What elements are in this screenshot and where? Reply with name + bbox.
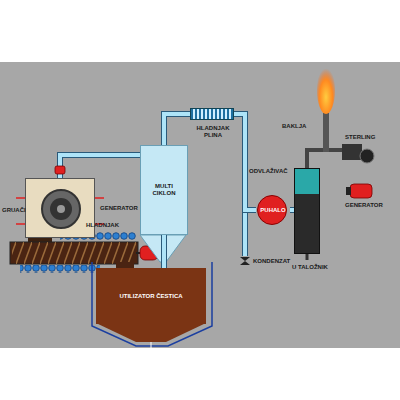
pipe-core [234, 114, 256, 210]
node-label: UTILIZATOR ČESTICA [117, 293, 184, 300]
node-label: HLADNJAK PLINA [187, 125, 239, 139]
pipe-wall [161, 235, 167, 268]
part-label: U TALOŽNIK [292, 264, 328, 271]
gas-pipe [234, 114, 256, 210]
tank-outline [92, 262, 212, 346]
gasifier: GENERATOR [25, 178, 95, 238]
part-label: HLADNJAK [86, 222, 119, 229]
blower: PUHALO [256, 195, 290, 225]
pipe-wall [234, 114, 256, 210]
cyclone: MULTI CIKLON [140, 145, 188, 235]
screw-conveyor [10, 242, 138, 264]
drain-pipe [243, 212, 247, 256]
gas-pipe [307, 150, 342, 168]
drain-pipe [242, 212, 248, 256]
part-label: KONDENZAT [253, 258, 290, 265]
gas-pipe [164, 235, 165, 268]
screw-thread [12, 242, 136, 264]
valve [55, 166, 65, 174]
flare-stack [323, 112, 329, 152]
flywheel [360, 149, 374, 163]
part-label: BAKLJA [282, 123, 306, 130]
particle-utilizer: UTILIZATOR ČESTICA [96, 268, 206, 324]
outlet-arrow [148, 350, 154, 354]
text-holder: UTILIZATOR ČESTICA [96, 268, 206, 324]
pipe-core [162, 235, 166, 268]
part-label: GRUAČI [2, 207, 26, 214]
background-panel [0, 62, 400, 348]
node-label: ODVLAŽIVAČ [249, 168, 293, 175]
text-holder: MULTI CIKLON [141, 146, 187, 234]
drain-valve [240, 257, 250, 265]
pipe-wall [60, 155, 140, 178]
electric-generator [350, 184, 372, 198]
gas-cooler: HLADNJAK PLINA [190, 108, 234, 120]
flame [317, 66, 335, 114]
pipe-core [164, 114, 190, 145]
electric-generator [346, 187, 351, 195]
part-label: STERLING [345, 134, 375, 141]
pipe-core [60, 155, 140, 178]
funnel [96, 323, 206, 342]
part-label: GENERATOR [345, 202, 383, 209]
pipe-wall [164, 114, 190, 145]
node-label: MULTI CIKLON [141, 183, 187, 197]
gasifier-shape [26, 179, 96, 239]
node-label: PUHALO [258, 207, 287, 214]
outlet-arrow [151, 342, 152, 351]
cooling-tubes [20, 265, 100, 273]
dehumidifier: ODVLAŽIVAČ [294, 168, 320, 254]
gas-pipe [164, 114, 190, 145]
stirling-engine [342, 144, 362, 160]
text-holder: PUHALO [256, 195, 290, 225]
drain-pipe [306, 254, 309, 260]
gas-pipe [60, 155, 140, 178]
